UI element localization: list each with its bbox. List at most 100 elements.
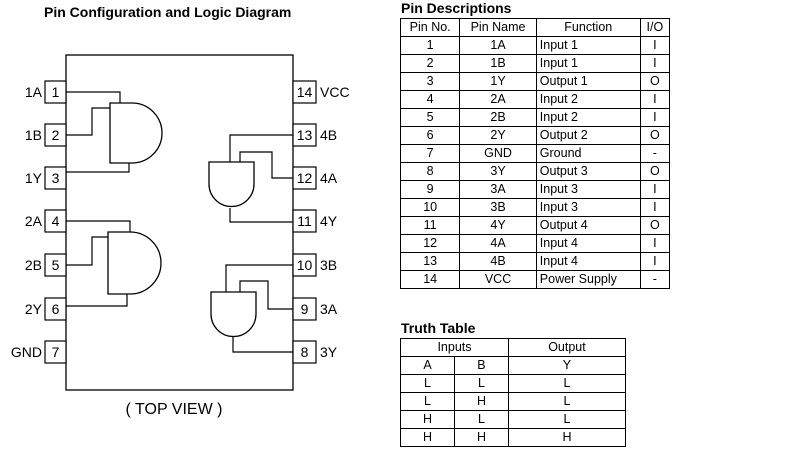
- table-cell: 1B: [459, 54, 537, 73]
- pin-box-7: [44, 340, 67, 364]
- pin-label: 1B: [25, 127, 42, 143]
- top-view-label: ( TOP VIEW ): [126, 401, 223, 418]
- col-y: Y: [507, 356, 627, 375]
- table-cell: 4Y: [459, 216, 537, 235]
- pin-label: 3Y: [320, 344, 338, 360]
- table-cell: 5: [399, 108, 461, 127]
- table-cell: GND: [459, 144, 537, 163]
- table-cell: Ground: [535, 144, 641, 163]
- pin-label: 1Y: [25, 170, 43, 186]
- pin-number: 4: [52, 213, 60, 229]
- pin-number: 2: [52, 127, 60, 143]
- pin-box-11: [292, 209, 317, 233]
- pin-descriptions-title: Pin Descriptions: [401, 0, 512, 16]
- wire-g2-y: [66, 294, 128, 307]
- and-gate-1: [109, 102, 163, 164]
- col-a: A: [400, 356, 455, 375]
- table-cell: I: [639, 198, 671, 217]
- and-gate-2: [107, 231, 162, 295]
- table-cell: 4B: [459, 252, 537, 271]
- table-cell: O: [639, 162, 671, 181]
- table-cell: 1Y: [459, 72, 537, 91]
- table-cell: Input 2: [535, 90, 641, 109]
- wire-g3-y: [232, 336, 293, 353]
- table-cell: Input 4: [535, 234, 641, 253]
- pin-label: 4A: [320, 170, 338, 186]
- truth-cell: H: [400, 410, 455, 429]
- table-cell: 3: [399, 72, 461, 91]
- pin-label: VCC: [320, 84, 350, 100]
- header-pin-no: Pin No.: [399, 18, 461, 37]
- truth-cell: H: [400, 428, 455, 447]
- table-cell: 10: [399, 198, 461, 217]
- table-cell: I: [639, 54, 671, 73]
- pin-label: 3B: [320, 257, 337, 273]
- pin-label: 2A: [25, 213, 43, 229]
- truth-cell: L: [400, 374, 455, 393]
- pin-number: 5: [52, 257, 60, 273]
- wire-g2-b: [66, 236, 108, 266]
- pin-number: 13: [297, 127, 313, 143]
- table-cell: Input 1: [535, 36, 641, 55]
- diagram-title: Pin Configuration and Logic Diagram: [44, 4, 292, 20]
- table-cell: Power Supply: [535, 270, 641, 289]
- table-header-row: Pin No. Pin Name Function I/O: [399, 18, 671, 37]
- table-cell: 3B: [459, 198, 537, 217]
- table-cell: VCC: [459, 270, 537, 289]
- pin-number: 7: [52, 344, 60, 360]
- truth-cell: H: [507, 428, 627, 447]
- truth-cell: H: [453, 392, 509, 411]
- header-io: I/O: [639, 18, 671, 37]
- truth-cell: L: [507, 410, 627, 429]
- pin-number: 6: [52, 301, 60, 317]
- and-gate-3: [210, 291, 257, 338]
- inputs-header: Inputs: [400, 338, 509, 357]
- table-cell: 2A: [459, 90, 537, 109]
- table-cell: O: [639, 126, 671, 145]
- pin-box-14: [292, 80, 317, 104]
- truth-cell: L: [507, 374, 627, 393]
- header-pin-name: Pin Name: [459, 18, 537, 37]
- table-cell: 2B: [459, 108, 537, 127]
- pin-label: GND: [11, 344, 42, 360]
- pin-label: 4Y: [320, 213, 338, 229]
- truth-cell: L: [507, 392, 627, 411]
- table-cell: I: [639, 180, 671, 199]
- pin-label: 2B: [25, 257, 42, 273]
- col-b: B: [453, 356, 509, 375]
- table-cell: 2: [399, 54, 461, 73]
- truth-group-header-row: Inputs Output: [400, 338, 627, 357]
- truth-table-title: Truth Table: [401, 320, 476, 336]
- truth-column-header-row: A B Y: [400, 356, 627, 375]
- table-cell: 3A: [459, 180, 537, 199]
- truth-cell: L: [400, 392, 455, 411]
- table-cell: I: [639, 90, 671, 109]
- wire-g3-b: [225, 264, 293, 292]
- table-cell: Input 3: [535, 180, 641, 199]
- header-function: Function: [535, 18, 641, 37]
- table-cell: 14: [399, 270, 461, 289]
- table-cell: 4: [399, 90, 461, 109]
- table-cell: O: [639, 72, 671, 91]
- table-cell: I: [639, 252, 671, 271]
- table-cell: -: [639, 270, 671, 289]
- output-header: Output: [507, 338, 627, 357]
- pin-box-3: [44, 166, 67, 190]
- wire-g3-a: [239, 280, 293, 310]
- pin-number: 8: [301, 344, 309, 360]
